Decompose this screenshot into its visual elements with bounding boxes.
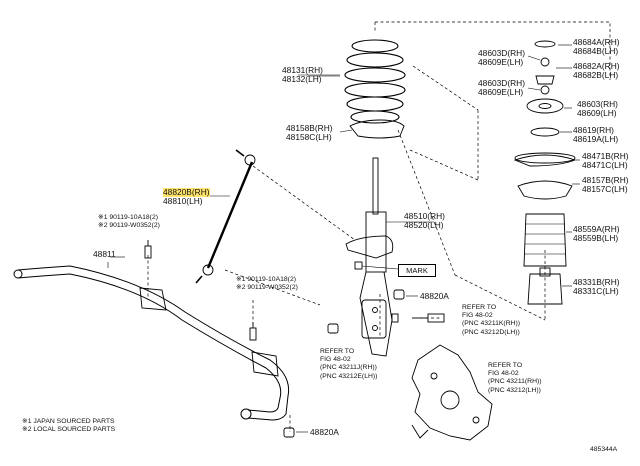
- shock-absorber-label: 48510(RH) 48520(LH): [404, 211, 445, 231]
- stack-6-rh: 48471B(RH): [582, 151, 629, 161]
- insulator-rh: 48158B(RH): [286, 123, 333, 133]
- bolt-ref-right-1: ※1 90119-10A18(2): [236, 276, 296, 283]
- refer-knuckle-line-2: FIG 48-02: [488, 370, 519, 378]
- refer-nut-line-4: (PNC 43212E(LH)): [320, 372, 378, 380]
- stack-1-lh: 48609E(LH): [478, 57, 524, 68]
- refer-bolt-line-2: FIG 48-02: [462, 312, 493, 320]
- stack-label-6: 48471B(RH) 48471C(LH): [582, 151, 629, 171]
- shock-absorber: [345, 157, 399, 357]
- refer-nut-line-2: FIG 48-02: [320, 356, 351, 364]
- spring-label: 48131(RH) 48132(LH): [282, 65, 323, 85]
- stack-label-5: 48619(RH) 48619A(LH): [573, 125, 619, 145]
- stack-5-rh: 48619(RH): [573, 125, 614, 135]
- nuts: [283, 289, 405, 438]
- stack-2-rh: 48682A(RH): [573, 61, 620, 71]
- insulator-lh: 48158C(LH): [286, 132, 332, 143]
- refer-knuckle-line-4: (PNC 43212(LH)): [488, 386, 541, 394]
- bolt-ref-left-2: ※2 90119-W0352(2): [98, 222, 160, 230]
- mark-label: MARK: [398, 264, 436, 277]
- legend-japan: ※1 JAPAN SOURCED PARTS: [22, 418, 115, 425]
- shock-lh: 48520(LH): [404, 220, 444, 231]
- legend: ※1 JAPAN SOURCED PARTS ※2 LOCAL SOURCED …: [22, 418, 115, 434]
- bar-part: 48811: [93, 249, 116, 259]
- stack-label-0: 48684A(RH) 48684B(LH): [573, 37, 620, 57]
- stabilizer-link: [195, 149, 256, 284]
- stack-0-lh: 48684B(LH): [573, 46, 619, 57]
- refer-knuckle: REFER TO FIG 48-02 (PNC 43211(RH)) (PNC …: [488, 362, 542, 395]
- stack-0-rh: 48684A(RH): [573, 37, 620, 47]
- refer-knuckle-line-1: REFER TO: [488, 362, 523, 369]
- stack-6-lh: 48471C(LH): [582, 160, 628, 171]
- stack-3-rh: 48603D(RH): [478, 78, 526, 88]
- stack-9-rh: 48331B(RH): [573, 277, 620, 287]
- spring-lh: 48132(LH): [282, 74, 322, 85]
- bar-bushings: [139, 240, 279, 377]
- stack-label-4: 48603(RH) 48609(LH): [577, 99, 618, 119]
- stack-1-rh: 48603D(RH): [478, 48, 526, 58]
- refer-nut: REFER TO FIG 48-02 (PNC 43211J(RH)) (PNC…: [320, 348, 377, 381]
- bolt-ref-right-2: ※2 90119-W0352(2): [236, 284, 298, 292]
- stack-7-rh: 48157B(RH): [582, 175, 629, 185]
- stack-3-lh: 48609E(LH): [478, 87, 524, 98]
- refer-knuckle-line-3: (PNC 43211(RH)): [488, 378, 542, 386]
- stack-2-lh: 48682B(LH): [573, 70, 619, 81]
- shock-rh: 48510(RH): [404, 211, 445, 221]
- stack-8-rh: 48559A(RH): [573, 224, 620, 234]
- stack-label-9: 48331B(RH) 48331C(LH): [573, 277, 620, 297]
- spring-rh: 48131(RH): [282, 65, 323, 75]
- stack-label-7: 48157B(RH) 48157C(LH): [582, 175, 629, 195]
- legend-local: ※2 LOCAL SOURCED PARTS: [22, 426, 116, 434]
- bolt-ref-left-1: ※1 90119-10A18(2): [98, 214, 158, 221]
- bolt-refs-left: ※1 90119-10A18(2) ※2 90119-W0352(2): [98, 214, 160, 230]
- stack-4-lh: 48609(LH): [577, 108, 617, 119]
- stack-4-rh: 48603(RH): [577, 99, 618, 109]
- refer-nut-line-3: (PNC 43211J(RH)): [320, 364, 377, 372]
- stack-label-2: 48682A(RH) 48682B(LH): [573, 61, 620, 81]
- refer-bolt-line-1: REFER TO: [462, 304, 497, 311]
- spring-insulator-label: 48158B(RH) 48158C(LH): [286, 123, 333, 143]
- spring-insulator: [349, 119, 405, 139]
- stack-label-8: 48559A(RH) 48559B(LH): [573, 224, 620, 244]
- explode-lines: [147, 21, 611, 432]
- stabilizer-bar: [13, 262, 290, 421]
- nut-label-upper: 48820A: [420, 291, 449, 301]
- bolt-refs-right: ※1 90119-10A18(2) ※2 90119-W0352(2): [236, 276, 298, 292]
- stack-7-lh: 48157C(LH): [582, 184, 628, 195]
- refer-bolt-line-4: (PNC 43212D(LH)): [462, 328, 520, 336]
- link-lh: 48810(LH): [163, 196, 203, 207]
- link-rh: 48820B(RH): [163, 187, 210, 198]
- stack-9-lh: 48331C(LH): [573, 286, 619, 297]
- coil-spring: [298, 39, 406, 124]
- stack-label-3: 48603D(RH) 48609E(LH): [478, 78, 526, 98]
- stabilizer-link-label: 48820B(RH) 48810(LH): [163, 187, 210, 207]
- refer-bolt-line-3: (PNC 43211K(RH)): [462, 320, 521, 328]
- stack-8-lh: 48559B(LH): [573, 233, 619, 244]
- knuckle-bolt: [391, 313, 445, 323]
- stack-5-lh: 48619A(LH): [573, 134, 619, 145]
- figure-number: 485344A: [590, 446, 618, 453]
- steering-knuckle: [411, 344, 493, 441]
- nut-label-lower: 48820A: [310, 427, 339, 437]
- stack-label-1: 48603D(RH) 48609E(LH): [478, 48, 526, 68]
- stabilizer-bar-label: 48811: [93, 249, 116, 259]
- refer-bolt: REFER TO FIG 48-02 (PNC 43211K(RH)) (PNC…: [462, 304, 520, 337]
- refer-nut-line-1: REFER TO: [320, 348, 355, 355]
- mount-stack: [513, 40, 577, 305]
